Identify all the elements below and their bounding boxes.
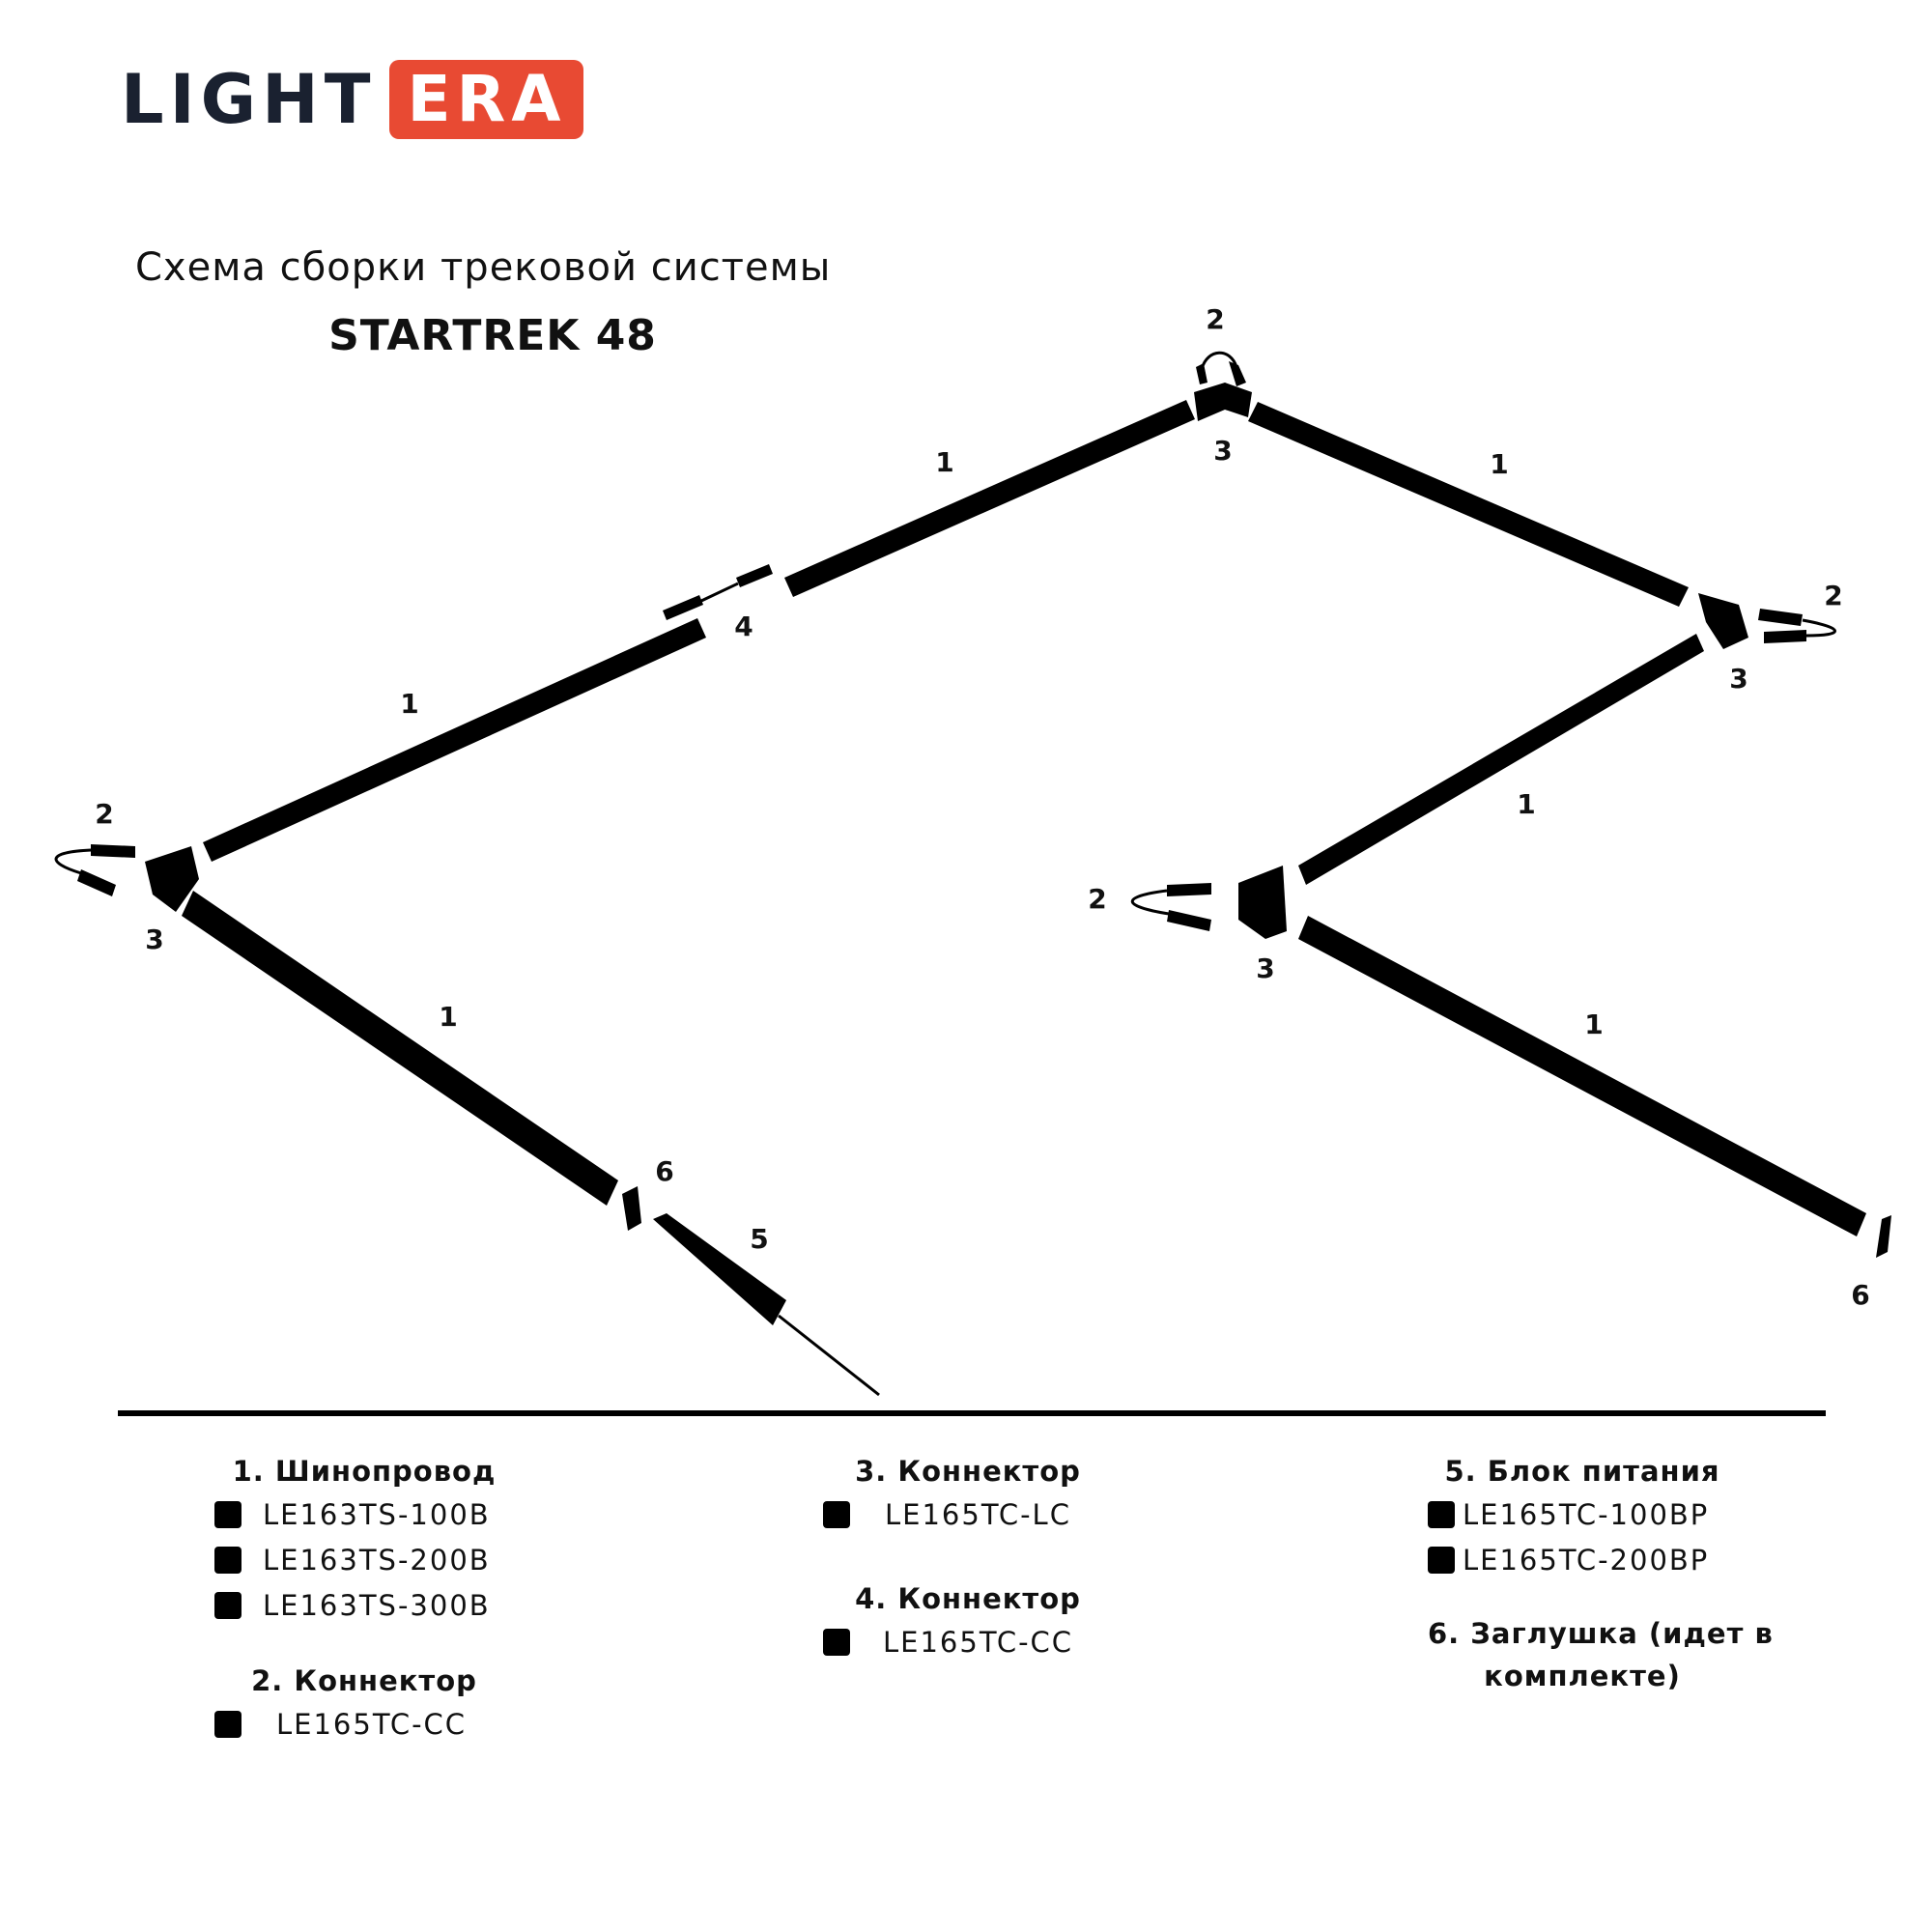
flex-connector-top-a [1196,363,1208,384]
legend-item: LE165TC-100BP [1428,1492,1737,1537]
label-right-upper-1: 1 [1517,788,1535,820]
rail-left-upper [203,618,706,862]
connector-4-wire [700,582,739,603]
part-code: LE165TC-100BP [1463,1497,1710,1531]
label-inner-lower-1: 1 [1584,1009,1603,1040]
label-right-3: 3 [1729,663,1747,695]
end-cap-right [1876,1215,1891,1258]
rail-left-lower [182,891,618,1206]
power-cable [778,1314,880,1397]
part-code: LE165TC-CC [276,1707,468,1741]
rail-inner-lower [1298,916,1866,1236]
corner-connector-top [1194,383,1252,421]
end-cap-left [622,1186,641,1231]
flex-wire-right [1802,618,1836,638]
label-left-6: 6 [655,1155,673,1187]
flex-connector-left-b [77,869,116,896]
bullet-square-icon [1428,1546,1455,1574]
flex-connector-inner-a [1167,883,1211,896]
legend-item: LE163TS-200B [214,1537,514,1582]
part-code: LE165TC-LC [885,1497,1071,1531]
part-code: LE163TS-200B [263,1543,491,1577]
flex-wire-top [1200,351,1238,370]
legend-heading-connector-4: 4. Коннектор [855,1582,1081,1615]
legend-item: LE165TC-CC [214,1701,514,1747]
label-right-2: 2 [1824,580,1842,611]
power-supply [653,1213,786,1325]
page-title: Схема сборки трековой системы [135,245,832,290]
flex-connector-top-b [1229,361,1246,386]
bullet-square-icon [823,1500,850,1528]
legend-item: LE165TC-200BP [1428,1537,1737,1582]
legend-item: LE163TS-300B [214,1582,514,1628]
flex-connector-right-a [1758,609,1803,626]
straight-connector-b [736,564,773,587]
flex-connector-inner-b [1167,910,1211,931]
label-left-lower-1: 1 [439,1001,457,1033]
legend-item: LE163TS-100B [214,1492,514,1537]
label-inner-3: 3 [1256,952,1274,984]
label-top-2: 2 [1206,303,1224,335]
corner-connector-inner [1238,866,1287,939]
label-top-right-1: 1 [1490,448,1508,480]
flex-wire-left [54,848,92,875]
part-code: LE165TC-CC [883,1625,1074,1659]
page-subtitle: STARTREK 48 [328,311,657,360]
label-mid-4: 4 [734,611,753,642]
bullet-square-icon [214,1500,242,1528]
legend-heading-connector-3: 3. Коннектор [855,1455,1081,1488]
legend-column-3: 5. Блок питания LE165TC-100BP LE165TC-20… [1428,1455,1774,1692]
legend-column-1: 1. Шинопровод LE163TS-100B LE163TS-200B … [214,1455,514,1747]
straight-connector-a [663,595,703,620]
bullet-square-icon [823,1628,850,1656]
legend-item: LE165TC-CC [823,1619,1113,1664]
label-inner-2: 2 [1088,883,1106,915]
legend-column-2: 3. Коннектор LE165TC-LC 4. Коннектор LE1… [823,1455,1113,1664]
label-top-left-1: 1 [935,446,953,478]
part-code: LE163TS-100B [263,1497,491,1531]
legend-heading-rail: 1. Шинопровод [232,1455,497,1488]
label-left-2: 2 [95,798,113,830]
rail-top-right [1248,402,1689,607]
label-left-upper-1: 1 [400,688,418,720]
legend-heading-connector-2: 2. Коннектор [251,1664,477,1697]
legend-heading-end-cap: 6. Заглушка (идет в [1428,1617,1774,1650]
legend-item: LE165TC-LC [823,1492,1113,1537]
label-left-5: 5 [750,1223,768,1255]
flex-connector-left-a [91,844,135,858]
legend-heading-end-cap-cont: комплекте) [1484,1660,1681,1692]
bullet-square-icon [214,1710,242,1738]
flex-connector-right-b [1764,630,1806,643]
bullet-square-icon [214,1591,242,1619]
legend-heading-power-supply: 5. Блок питания [1444,1455,1720,1488]
corner-connector-right [1698,593,1748,649]
legend-divider [118,1410,1826,1416]
assembly-diagram: 2 3 1 1 4 1 2 3 1 6 5 2 3 1 2 3 1 6 [54,303,1891,1397]
flex-wire-inner [1130,889,1170,916]
logo-text-light: LIGHT [121,60,377,139]
bullet-square-icon [214,1546,242,1574]
rail-right-upper [1298,634,1704,885]
part-code: LE165TC-200BP [1463,1543,1710,1577]
logo-text-era: ERA [407,62,567,136]
corner-connector-left [145,846,199,912]
part-code: LE163TS-300B [263,1588,491,1622]
label-top-3: 3 [1213,435,1232,467]
logo-badge: ERA [389,60,584,139]
bullet-square-icon [1428,1500,1455,1528]
rail-top-left [784,400,1195,597]
brand-logo: LIGHT ERA [121,60,584,139]
label-right-6: 6 [1851,1279,1869,1311]
label-left-3: 3 [145,923,163,955]
